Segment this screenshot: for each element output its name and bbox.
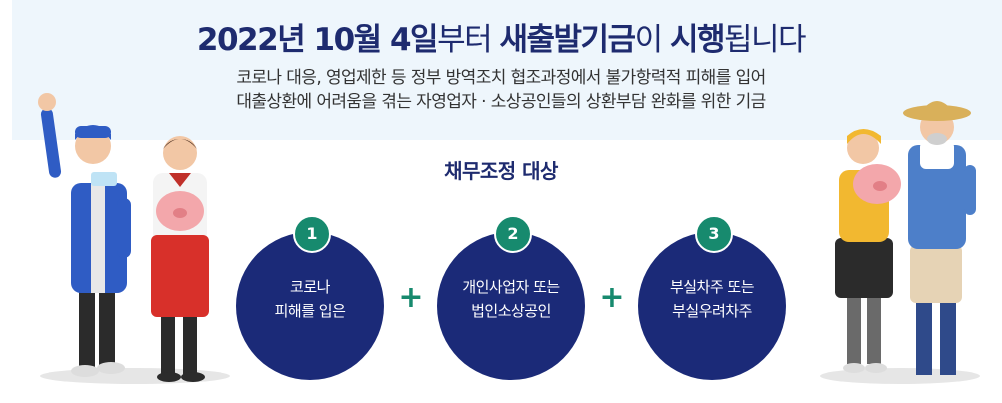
woman-illustration [835,129,901,373]
header-background [12,0,1002,140]
target-3-line-2: 부실우려차주 [672,302,752,320]
target-circle-3 [638,232,786,380]
headline-from: 부터 [437,22,493,58]
target-circle-2 [437,232,585,380]
target-text-3: 부실차주 또는 부실우려차주 [638,275,786,323]
headline: 2022년 10월 4일부터 새출발기금이 시행됩니다 [0,14,1002,59]
headline-particle: 이 [634,22,664,58]
farmer-illustration [903,101,976,375]
worker-illustration [38,93,131,377]
target-text-1: 코로나 피해를 입은 [236,275,384,323]
target-3-line-1: 부실차주 또는 [669,278,755,296]
headline-date: 2022년 10월 4일 [196,22,439,58]
target-1-line-2: 피해를 입은 [274,302,346,320]
section-title: 채무조정 대상 [444,159,558,183]
description-line-2: 대출상환에 어려움을 겪는 자영업자 · 소상공인들의 상환부담 완화를 위한 … [236,92,766,112]
plus-icon-2: + [599,280,625,315]
target-2-line-1: 개인사업자 또는 [462,278,560,296]
target-number-badge-1: 1 [293,215,331,253]
description-line-1: 코로나 대응, 영업제한 등 정부 방역조치 협조과정에서 불가항력적 피해를 … [236,68,766,88]
target-circle-1 [236,232,384,380]
target-number-badge-3: 3 [695,215,733,253]
headline-fund-name: 새출발기금 [499,22,636,58]
headline-enforce: 시행 [669,22,726,58]
target-text-2: 개인사업자 또는 법인소상공인 [437,275,585,323]
target-number-badge-2: 2 [494,215,532,253]
description: 코로나 대응, 영업제한 등 정부 방역조치 협조과정에서 불가항력적 피해를 … [0,66,1002,114]
shopkeeper-illustration [151,136,209,382]
headline-suffix: 됩니다 [724,22,807,58]
target-1-line-1: 코로나 [290,278,330,296]
plus-icon-1: + [398,280,424,315]
target-2-line-2: 법인소상공인 [471,302,551,320]
